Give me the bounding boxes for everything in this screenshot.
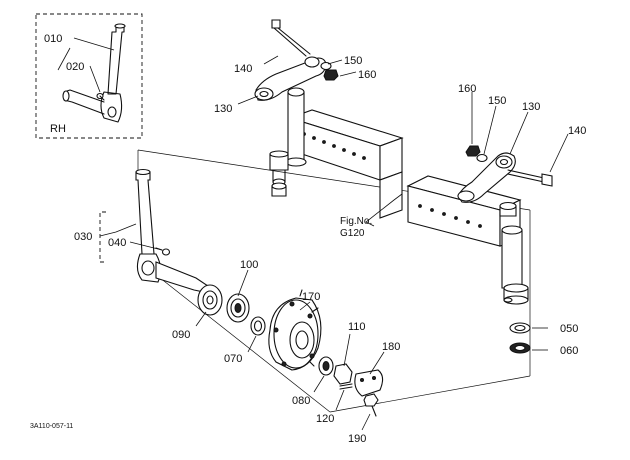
- label-030: 030: [74, 231, 92, 243]
- steering-knuckle-030: [135, 168, 209, 293]
- label-090: 090: [172, 329, 190, 341]
- label-140-left: 140: [234, 63, 252, 75]
- bolt-140-left: [271, 19, 311, 57]
- label-040: 040: [108, 237, 126, 249]
- seal-060: [509, 342, 531, 354]
- label-150-right: 150: [488, 95, 506, 107]
- seal-050: [509, 322, 531, 334]
- inset-frame: [35, 13, 143, 139]
- label-070: 070: [224, 353, 242, 365]
- label-110: 110: [348, 321, 366, 333]
- nut-160-left: [323, 69, 339, 81]
- label-080: 080: [292, 395, 310, 407]
- bearing-080: [318, 356, 334, 376]
- label-160-right: 160: [458, 83, 476, 95]
- inset-title: RH: [50, 123, 66, 135]
- leader-inset-020: [89, 65, 101, 93]
- inset-label-010: 010: [44, 33, 62, 45]
- figref-line1: Fig.No.: [340, 216, 372, 227]
- figref-line2: G120: [340, 228, 365, 239]
- leader-lines: [99, 55, 569, 431]
- leader-inset-010: [73, 37, 115, 51]
- seal-090: [197, 284, 223, 316]
- steering-arm-right-130: [457, 152, 516, 203]
- label-180: 180: [382, 341, 400, 353]
- label-190: 190: [348, 433, 366, 445]
- axle-beam-left: [288, 109, 404, 219]
- label-140-right: 140: [568, 125, 586, 137]
- kingpin-sleeve-left: [269, 87, 307, 197]
- bearing-100: [226, 293, 250, 323]
- label-060: 060: [560, 345, 578, 357]
- label-150-left: 150: [344, 55, 362, 67]
- inset-label-020: 020: [66, 61, 84, 73]
- rh-inset: RH 010 020: [35, 13, 143, 139]
- leader-inset-bracket: [57, 47, 71, 71]
- axle-beam-right-holes: [418, 204, 482, 228]
- hub-cap-180: [354, 369, 384, 397]
- wheel-hub-170: [268, 289, 322, 371]
- cotter-pin-120: [339, 383, 353, 390]
- kingpin-sleeve-right: [499, 201, 529, 305]
- part-labels: 030 040 090 100 070 170 080 110 120 180 …: [74, 55, 586, 445]
- label-050: 050: [560, 323, 578, 335]
- figure-reference: Fig.No. G120: [340, 216, 372, 239]
- inset-bolt-020: [96, 92, 105, 101]
- drawing-code: 3A110-057-11: [30, 423, 73, 430]
- inset-steering-knuckle: [62, 23, 126, 123]
- washer-150-right: [476, 153, 488, 163]
- label-160-left: 160: [358, 69, 376, 81]
- bolt-140-right: [507, 169, 553, 187]
- label-130-left: 130: [214, 103, 232, 115]
- nut-160-right: [465, 145, 481, 157]
- bolt-190: [363, 393, 379, 417]
- label-100: 100: [240, 259, 258, 271]
- label-120: 120: [316, 413, 334, 425]
- label-130-right: 130: [522, 101, 540, 113]
- castle-nut-110: [333, 363, 353, 385]
- label-170: 170: [302, 291, 320, 303]
- seal-070: [250, 316, 266, 336]
